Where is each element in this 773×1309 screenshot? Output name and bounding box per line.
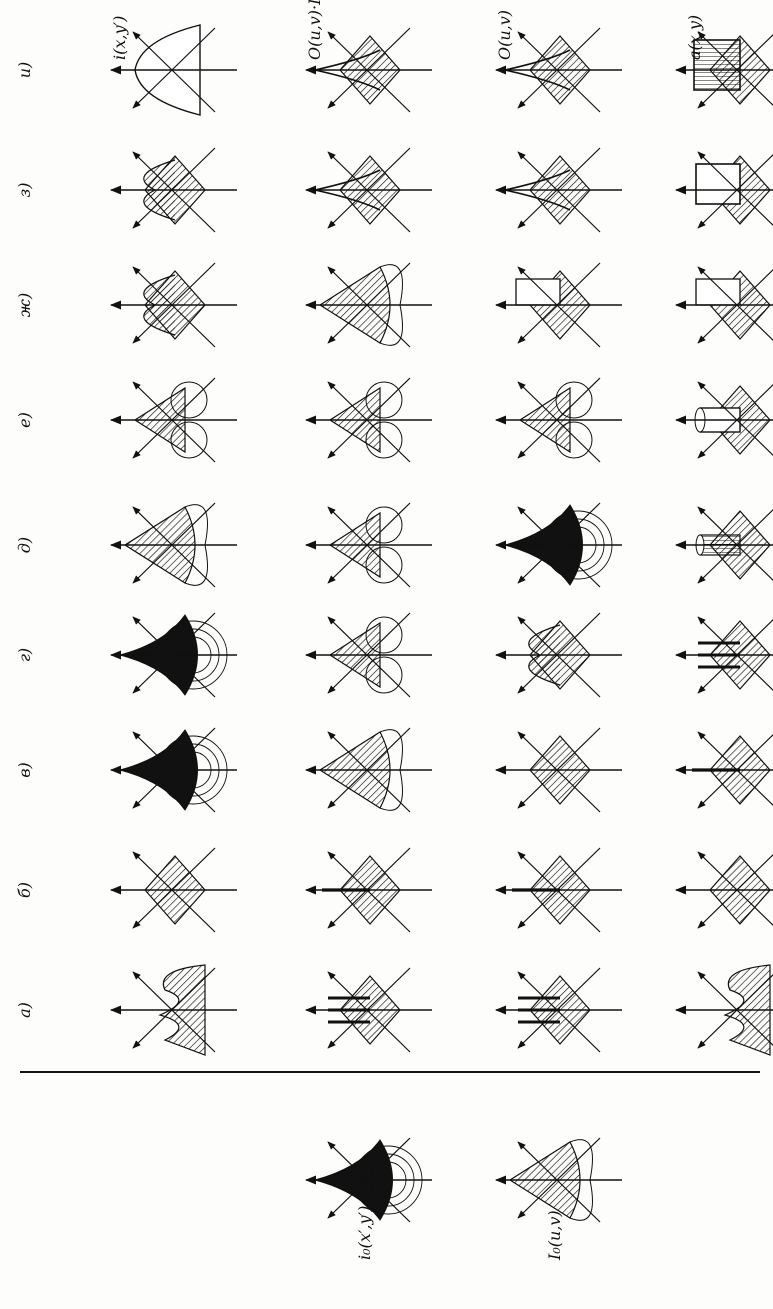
panel-o-7 bbox=[496, 263, 622, 347]
column-label-2: б) bbox=[15, 882, 34, 898]
panel-a-8 bbox=[676, 148, 773, 232]
panel-o-2 bbox=[496, 848, 622, 932]
panel-oo-8 bbox=[306, 148, 432, 232]
left-panel-1 bbox=[496, 1138, 622, 1222]
row-label-i: i(x,y′) bbox=[110, 16, 129, 60]
panel-a-5 bbox=[676, 503, 773, 587]
panel-o-4 bbox=[496, 613, 622, 697]
column-label-8: з) bbox=[15, 183, 34, 198]
row-label-i0: i₀(x′,y′) bbox=[355, 1206, 374, 1260]
column-label-6: е) bbox=[15, 412, 34, 428]
left-panel bbox=[306, 1138, 622, 1222]
panel-o-9 bbox=[496, 28, 622, 112]
panel-a-6 bbox=[676, 378, 773, 462]
column-label-4: г) bbox=[15, 648, 34, 662]
panel-oo-3 bbox=[306, 728, 432, 812]
panel-o-6 bbox=[496, 378, 622, 462]
row-label-o: O(u,v) bbox=[495, 10, 514, 60]
row-label-a: a(x,y) bbox=[685, 15, 704, 60]
panel-i-6 bbox=[111, 378, 237, 462]
panel-a-4 bbox=[676, 613, 773, 697]
column-label-3: в) bbox=[15, 762, 34, 778]
panel-i-2 bbox=[111, 848, 237, 932]
panel-i-5 bbox=[111, 503, 237, 587]
panel-a-3 bbox=[676, 728, 773, 812]
row-label-I0: I₀(u,v) bbox=[545, 1210, 564, 1261]
panel-oo-2 bbox=[306, 848, 432, 932]
panel-oo-6 bbox=[306, 378, 432, 462]
column-label-9: и) bbox=[15, 62, 34, 79]
column-label-1: а) bbox=[15, 1002, 34, 1018]
panel-i-4 bbox=[111, 613, 237, 697]
row-label-oo: O(u,v)·I₀(u,v) bbox=[305, 0, 324, 60]
panel-oo-5 bbox=[306, 503, 432, 587]
panel-oo-9 bbox=[306, 28, 432, 112]
panel-o-5 bbox=[496, 503, 622, 587]
panel-oo-4 bbox=[306, 613, 432, 697]
panel-i-1 bbox=[111, 965, 237, 1055]
panel-o-1 bbox=[496, 968, 622, 1052]
plot-grid bbox=[111, 25, 773, 1055]
column-label-7: ж) bbox=[15, 293, 34, 317]
panel-o-3 bbox=[496, 728, 622, 812]
panel-i-7 bbox=[111, 263, 237, 347]
panel-oo-1 bbox=[306, 968, 432, 1052]
panel-oo-7 bbox=[306, 263, 432, 347]
panel-i-8 bbox=[111, 148, 237, 232]
panel-i-9 bbox=[111, 25, 237, 115]
panel-o-8 bbox=[496, 148, 622, 232]
panel-i-3 bbox=[111, 728, 237, 812]
column-label-5: д) bbox=[15, 537, 34, 553]
panel-a-7 bbox=[676, 263, 773, 347]
panel-a-2 bbox=[676, 848, 773, 932]
panel-a-1 bbox=[676, 965, 773, 1055]
